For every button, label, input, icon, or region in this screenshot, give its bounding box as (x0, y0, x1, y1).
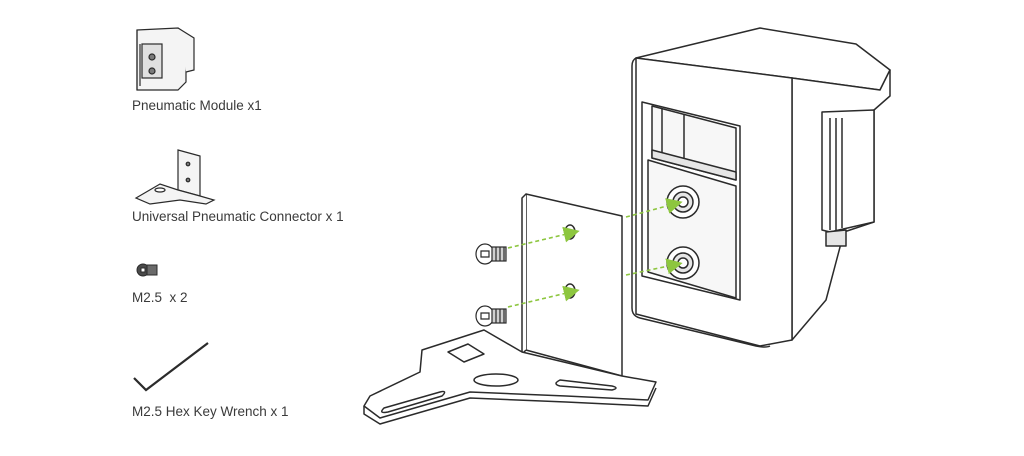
universal-connector-icon (134, 149, 216, 205)
universal-connector-bracket (363, 193, 657, 425)
screw-icon (136, 263, 158, 277)
assembly-arrows (507, 198, 683, 308)
part-label-pneumatic-module: Pneumatic Module x1 (132, 98, 262, 113)
part-label-hex-key: M2.5 Hex Key Wrench x 1 (132, 404, 289, 419)
part-label-universal-connector: Universal Pneumatic Connector x 1 (132, 209, 344, 224)
screw-upper (475, 243, 507, 265)
assembly-illustration (363, 27, 891, 425)
hex-key-icon (133, 342, 209, 392)
large-pneumatic-module (631, 27, 891, 348)
pneumatic-module-icon (136, 27, 195, 91)
part-label-screws: M2.5 x 2 (132, 290, 188, 305)
screw-lower (475, 305, 507, 327)
